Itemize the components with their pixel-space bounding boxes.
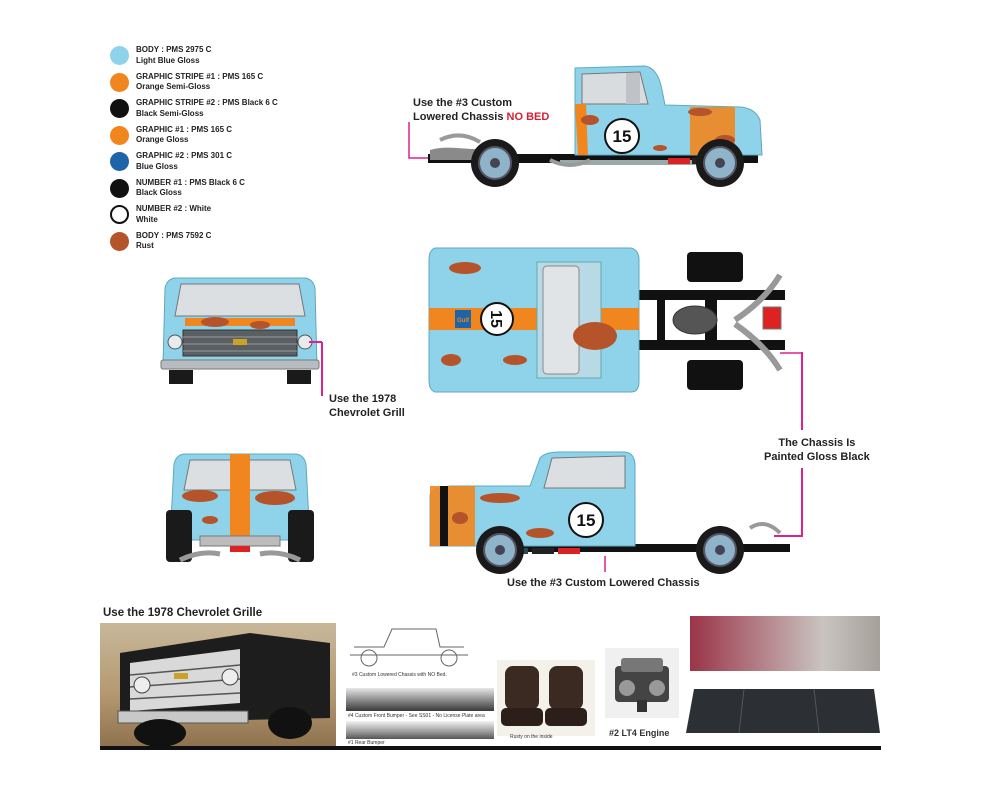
leader-line xyxy=(309,341,322,343)
legend-code: NUMBER #2 : White xyxy=(136,204,212,213)
legend-finish: Orange Semi-Gloss xyxy=(136,82,211,91)
callout-chassis-line1: The Chassis Is xyxy=(778,437,856,449)
front-bumper-caption: #4 Custom Front Bumper - See SS01 - No L… xyxy=(348,713,485,719)
callout-top-no-bed: NO BED xyxy=(506,111,550,123)
truck-side-view-bottom: 15 xyxy=(429,451,790,574)
legend-finish: Light Blue Gloss xyxy=(136,55,200,65)
legend-code: GRAPHIC STRIPE #1 : PMS 165 C xyxy=(136,71,264,81)
color-swatch-icon xyxy=(110,231,129,251)
legend-code: NUMBER #1 : PMS Black 6 C xyxy=(136,177,245,187)
tonneau-cover-image xyxy=(684,683,884,741)
engine-icon xyxy=(615,658,669,712)
legend-finish: White xyxy=(136,214,158,224)
truck-top-down-view: 15 Gulf xyxy=(428,247,803,393)
engine-caption: #2 LT4 Engine xyxy=(609,728,670,738)
grille-photo xyxy=(100,623,336,747)
callout-grill-line2: Chevrolet Grill xyxy=(329,407,405,419)
color-swatch-icon xyxy=(110,205,129,224)
reference-title: Use the 1978 Chevrolet Grille xyxy=(103,607,263,619)
color-swatch-icon xyxy=(110,72,129,92)
color-swatch-icon xyxy=(110,152,129,171)
truck-side-view-top: 15 xyxy=(408,65,763,187)
callout-grill-line1: Use the 1978 xyxy=(329,393,397,405)
callout-chassis-line2: Painted Gloss Black xyxy=(764,451,870,463)
color-swatch-icon xyxy=(110,46,129,65)
front-bumper-image xyxy=(346,688,494,711)
callout-grill: Use the 1978 Chevrolet Grill xyxy=(329,392,405,420)
truck-rear-view xyxy=(166,453,314,563)
callout-top-line2: Lowered Chassis xyxy=(413,111,507,123)
legend-finish: Rust xyxy=(136,241,154,250)
color-swatch-icon xyxy=(110,99,129,118)
callout-chassis: The Chassis Is Painted Gloss Black xyxy=(764,436,870,464)
leader-line xyxy=(801,352,803,430)
race-number-bottom: 15 xyxy=(577,511,596,530)
leader-line xyxy=(321,342,323,396)
callout-top-line1: Use the #3 Custom xyxy=(413,97,513,109)
legend-code: BODY : PMS 2975 C xyxy=(136,45,212,54)
callout-top: Use the #3 Custom Lowered Chassis NO BED xyxy=(413,96,549,124)
seat-icon xyxy=(501,666,587,726)
leader-line xyxy=(801,468,803,536)
callout-bottom: Use the #3 Custom Lowered Chassis xyxy=(507,577,700,589)
legend-code: GRAPHIC #1 : PMS 165 C xyxy=(136,124,233,134)
chevrolet-truck-image xyxy=(117,633,330,747)
gulf-badge: Gulf xyxy=(457,318,470,324)
legend-code: BODY : PMS 7592 C xyxy=(136,230,212,240)
tonneau-cover-icon xyxy=(686,688,880,734)
tailgate-photo xyxy=(690,616,880,671)
color-swatch-icon xyxy=(110,125,129,145)
legend-finish: Black Semi-Gloss xyxy=(136,108,204,118)
truck-front-view xyxy=(160,277,320,384)
color-swatch-icon xyxy=(110,178,129,198)
chassis-diagram xyxy=(350,628,468,667)
race-number-top: 15 xyxy=(487,310,504,328)
legend-finish: Black Gloss xyxy=(136,188,182,197)
engine-image xyxy=(605,648,679,718)
legend-code: GRAPHIC STRIPE #2 : PMS Black 6 C xyxy=(136,98,278,107)
seats-image xyxy=(497,660,595,736)
seats-caption: Rusty on the inside xyxy=(510,734,553,740)
leader-line xyxy=(774,535,803,537)
rear-bumper-caption: #1 Rear Bumper xyxy=(348,740,385,746)
legend-code: GRAPHIC #2 : PMS 301 C xyxy=(136,151,233,160)
legend-finish: Blue Gloss xyxy=(136,161,178,171)
chassis-caption: #3 Custom Lowered Chassis with NO Bed. xyxy=(352,672,447,678)
rear-bumper-image xyxy=(346,721,494,739)
bottom-divider xyxy=(100,746,881,750)
race-number: 15 xyxy=(613,127,632,146)
legend-finish: Orange Gloss xyxy=(136,135,189,144)
